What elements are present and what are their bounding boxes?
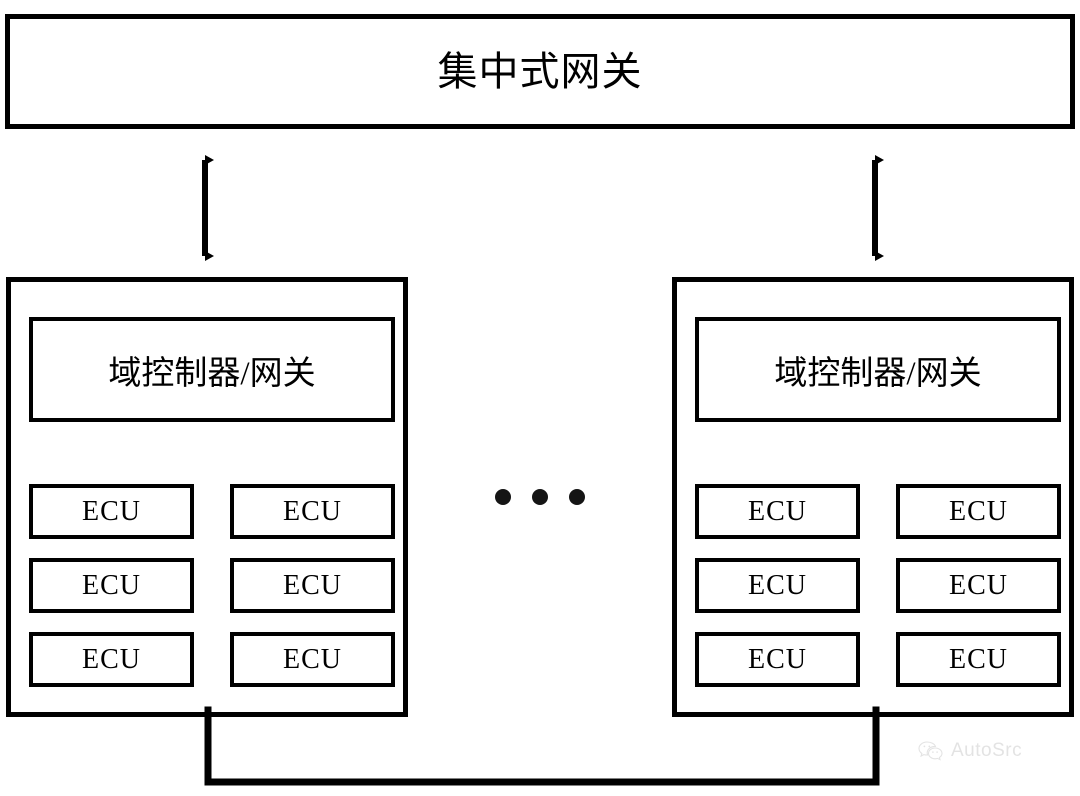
ecu-box: ECU (29, 484, 194, 539)
ecu-label: ECU (949, 495, 1008, 527)
ecu-label: ECU (283, 569, 342, 601)
domain-controller-box-right: 域控制器/网关 (695, 317, 1061, 422)
ecu-box: ECU (896, 632, 1061, 687)
ecu-label: ECU (82, 643, 141, 675)
ecu-box: ECU (695, 632, 860, 687)
ecu-box: ECU (230, 558, 395, 613)
ellipsis-dot (569, 489, 585, 505)
ecu-label: ECU (949, 569, 1008, 601)
domain-group-right: 域控制器/网关 ECU ECU ECU ECU ECU ECU (672, 277, 1074, 717)
ecu-label: ECU (283, 643, 342, 675)
ecu-label: ECU (283, 495, 342, 527)
ellipsis-dot (532, 489, 548, 505)
ecu-box: ECU (896, 484, 1061, 539)
ecu-box: ECU (695, 558, 860, 613)
ecu-box: ECU (29, 632, 194, 687)
ecu-grid-left: ECU ECU ECU ECU ECU ECU (29, 484, 395, 702)
centralized-gateway-box: 集中式网关 (5, 14, 1075, 129)
domain-bus-line (204, 706, 880, 786)
ecu-label: ECU (949, 643, 1008, 675)
ecu-label: ECU (748, 569, 807, 601)
ecu-label: ECU (82, 569, 141, 601)
ecu-label: ECU (748, 495, 807, 527)
ecu-label: ECU (82, 495, 141, 527)
ecu-box: ECU (230, 632, 395, 687)
centralized-gateway-label: 集中式网关 (437, 48, 643, 94)
gateway-to-left-domain-arrow (202, 155, 214, 261)
domain-controller-box-left: 域控制器/网关 (29, 317, 395, 422)
ecu-grid-right: ECU ECU ECU ECU ECU ECU (695, 484, 1061, 702)
domain-controller-label-right: 域控制器/网关 (774, 355, 982, 392)
ellipsis-indicator (495, 484, 585, 510)
ecu-box: ECU (695, 484, 860, 539)
ellipsis-dot (495, 489, 511, 505)
ecu-label: ECU (748, 643, 807, 675)
ecu-box: ECU (230, 484, 395, 539)
ecu-box: ECU (29, 558, 194, 613)
domain-controller-label-left: 域控制器/网关 (108, 355, 316, 392)
domain-group-left: 域控制器/网关 ECU ECU ECU ECU ECU ECU (6, 277, 408, 717)
ecu-box: ECU (896, 558, 1061, 613)
gateway-to-right-domain-arrow (872, 155, 884, 261)
